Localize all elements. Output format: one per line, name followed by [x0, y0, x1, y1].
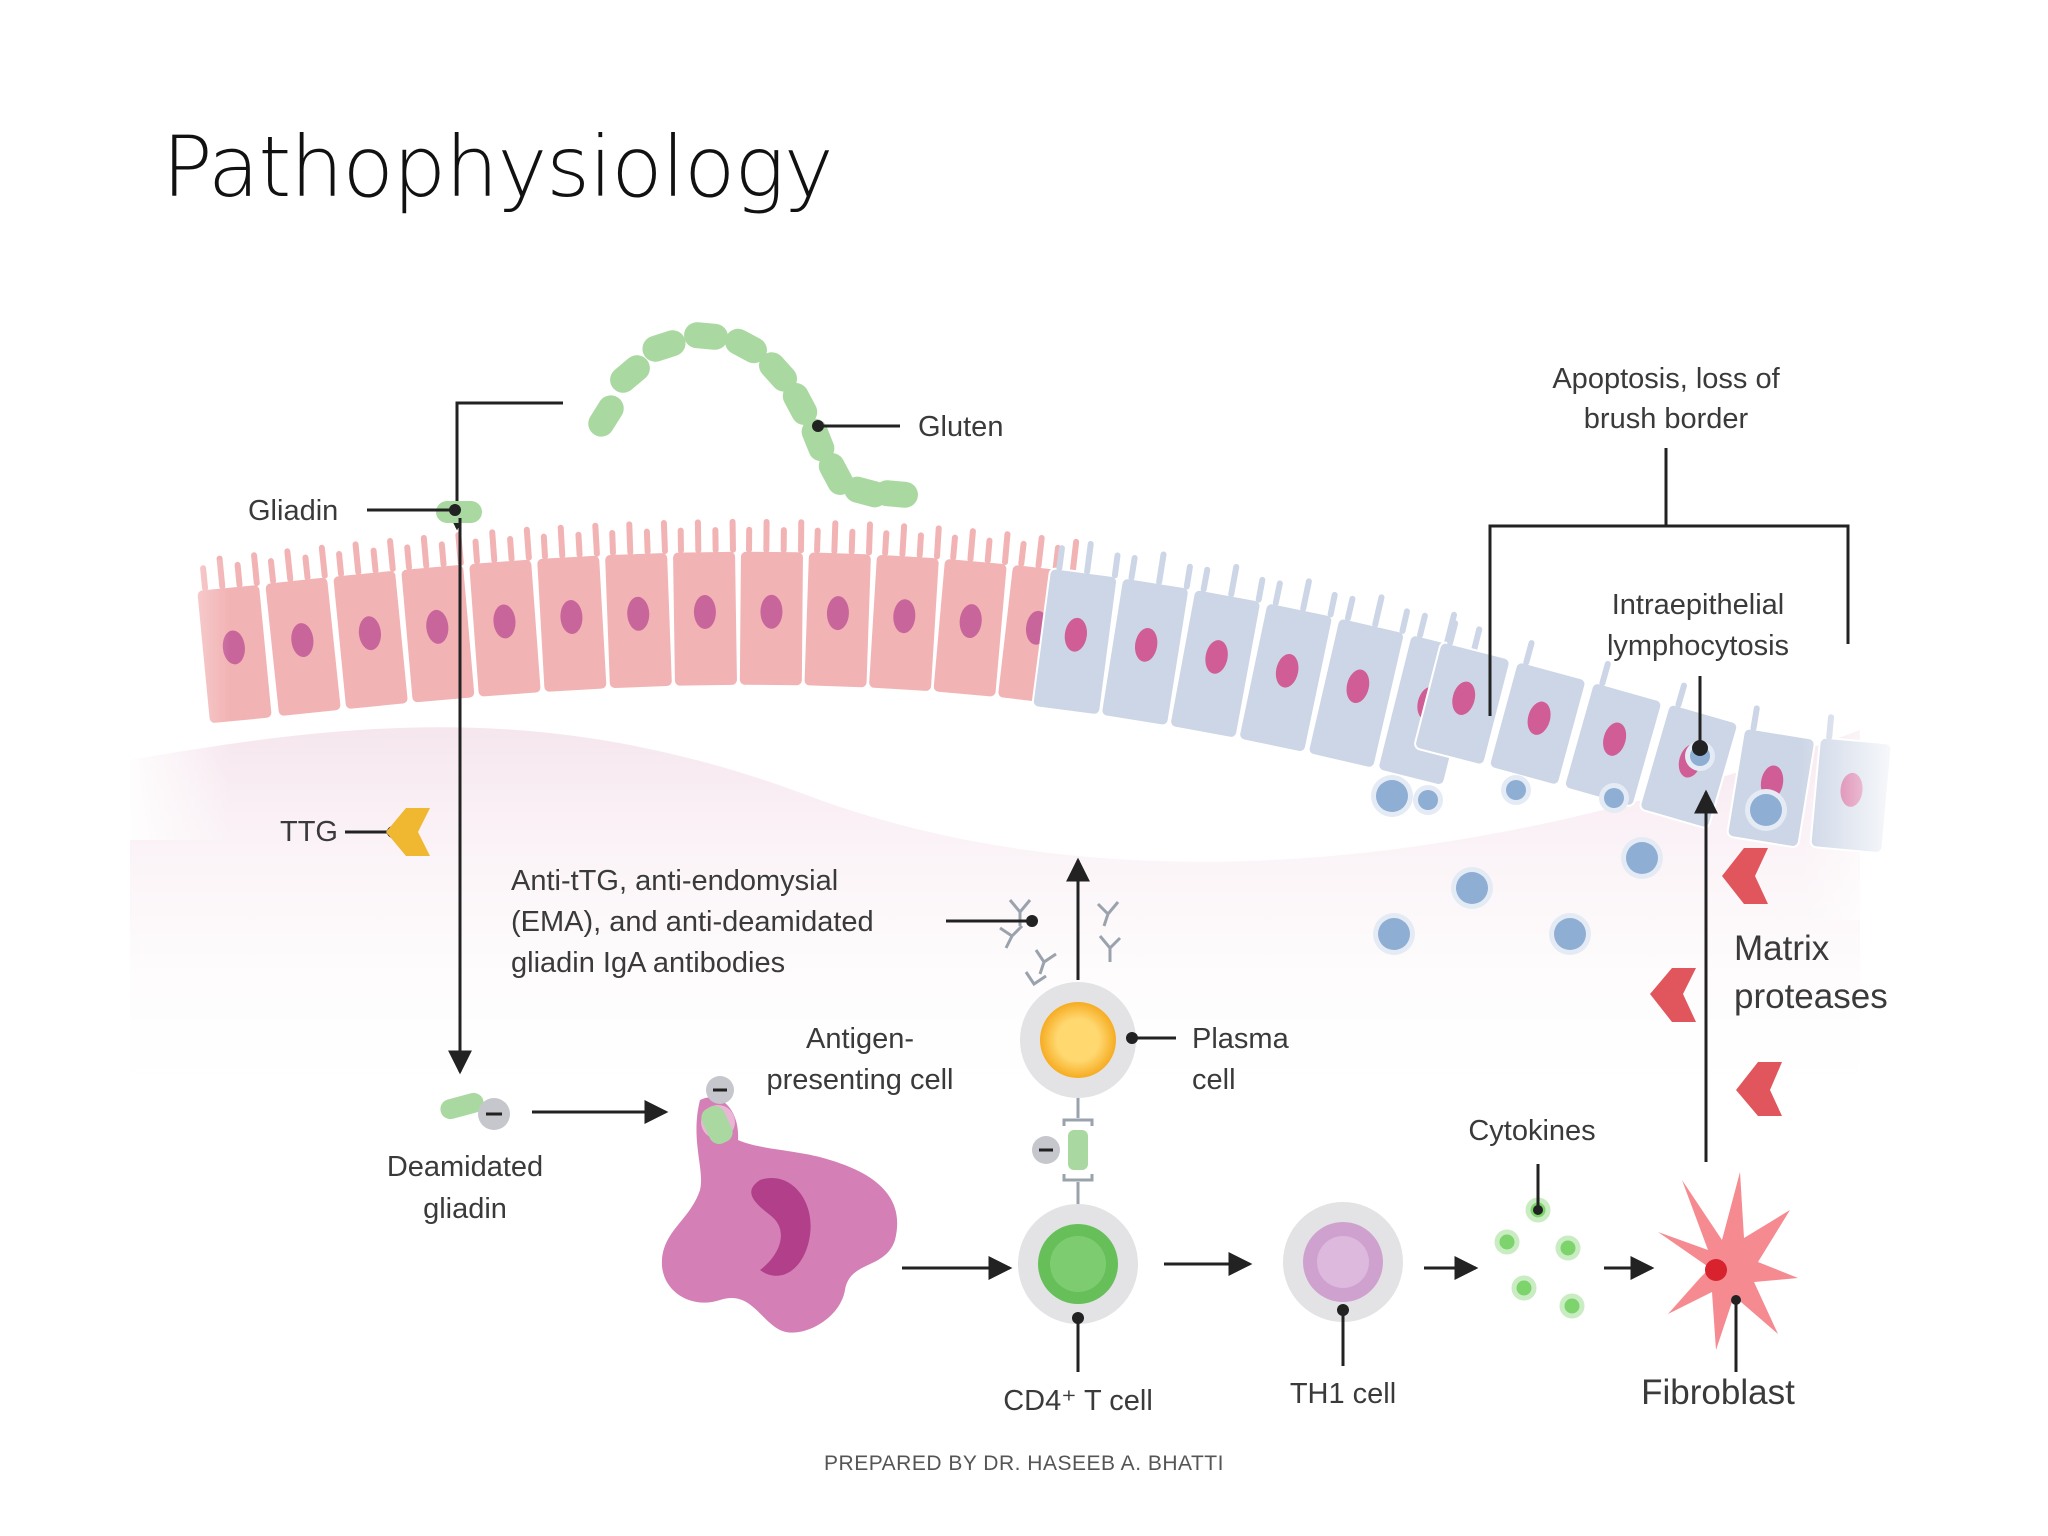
antibodies-label-2: (EMA), and anti-deamidated: [511, 906, 874, 938]
ttg-enzyme-icon: [386, 808, 430, 856]
gluten-segment: [610, 355, 650, 393]
th1-cell: [1283, 1202, 1403, 1322]
lamina-propria: [130, 727, 1860, 1120]
cd4-t-cell-label: CD4⁺ T cell: [1003, 1385, 1153, 1417]
epithelial-cell: [331, 538, 410, 711]
gluten-segment: [801, 418, 835, 462]
matrix-proteases: [1650, 848, 1782, 1116]
epithelial-cell: [535, 522, 609, 694]
gluten-chain: [588, 322, 918, 508]
epithelial-cell: [603, 520, 674, 690]
damaged-epithelial-cell: [1031, 540, 1121, 716]
intraepithelial-label-1: Intraepithelial: [1612, 589, 1785, 621]
epithelial-cell: [399, 531, 477, 705]
epithelial-cell: [802, 520, 873, 690]
gluten-segment: [782, 383, 818, 425]
gluten-segment: [725, 328, 767, 364]
damaged-epithelial-cell: [1100, 551, 1193, 727]
damaged-epithelial-cell: [1307, 594, 1410, 769]
damaged-epithelial-cell: [1563, 661, 1663, 807]
healthy-epithelium: [195, 518, 1080, 725]
antibodies-label-1: Anti-tTG, anti-endomysial: [511, 865, 838, 897]
damaged-epithelial-cell: [1414, 620, 1511, 766]
ttg-label: TTG: [280, 816, 338, 848]
deamidated-gliadin-fragment: [440, 1092, 484, 1120]
cytokines-label: Cytokines: [1468, 1115, 1595, 1147]
plasma-cell: [1020, 982, 1136, 1098]
cytokines-cluster: [1494, 1197, 1585, 1319]
plasma-cell-label-1: Plasma: [1192, 1023, 1290, 1055]
th1-cell-label: TH1 cell: [1290, 1378, 1396, 1410]
epithelial-cell: [931, 528, 1011, 699]
damaged-epithelial-cell: [1238, 578, 1338, 754]
mhc-tcr-complex: [1032, 1094, 1094, 1204]
antibodies-label-3: gliadin IgA antibodies: [511, 947, 785, 979]
gluten-segment: [874, 480, 918, 508]
apoptosis-label-1: Apoptosis, loss of: [1552, 363, 1780, 395]
epithelial-cell: [737, 518, 805, 688]
gluten-segment: [758, 352, 798, 392]
damaged-epithelial-cell: [1488, 640, 1587, 786]
epithelial-cell: [671, 518, 739, 688]
epithelial-cell: [867, 523, 942, 693]
gluten-segment: [588, 395, 624, 437]
matrix-proteases-label-2: proteases: [1734, 977, 1888, 1016]
matrix-proteases-label-1: Matrix: [1734, 929, 1830, 968]
fibroblast-label: Fibroblast: [1641, 1373, 1795, 1412]
apc-label-1: Antigen-: [806, 1023, 914, 1055]
deamidated-gliadin-label-1: Deamidated: [387, 1151, 543, 1183]
cd4-t-cell: [1018, 1204, 1138, 1324]
gluten-segment: [684, 322, 728, 350]
plasma-cell-label-2: cell: [1192, 1064, 1236, 1096]
apc-label-2: presenting cell: [767, 1064, 954, 1096]
slide-title: Pathophysiology: [162, 118, 834, 216]
apoptosis-label-2: brush border: [1584, 403, 1749, 435]
epithelial-cell: [263, 544, 343, 718]
gluten-label: Gluten: [918, 411, 1003, 443]
fibroblast: [1658, 1172, 1798, 1350]
slide-footer: PREPARED BY DR. HASEEB A. BHATTI: [824, 1452, 1224, 1475]
damaged-epithelial-cell: [1169, 563, 1266, 739]
antigen-presenting-cell: [661, 1076, 898, 1333]
iga-antibodies: [999, 899, 1122, 987]
epithelial-cell: [467, 526, 543, 699]
gluten-segment: [642, 330, 686, 362]
intraepithelial-label-2: lymphocytosis: [1607, 630, 1789, 662]
gliadin-label: Gliadin: [248, 495, 338, 527]
deamidated-gliadin-label-2: gliadin: [423, 1193, 507, 1225]
gluten-segment: [818, 453, 854, 495]
